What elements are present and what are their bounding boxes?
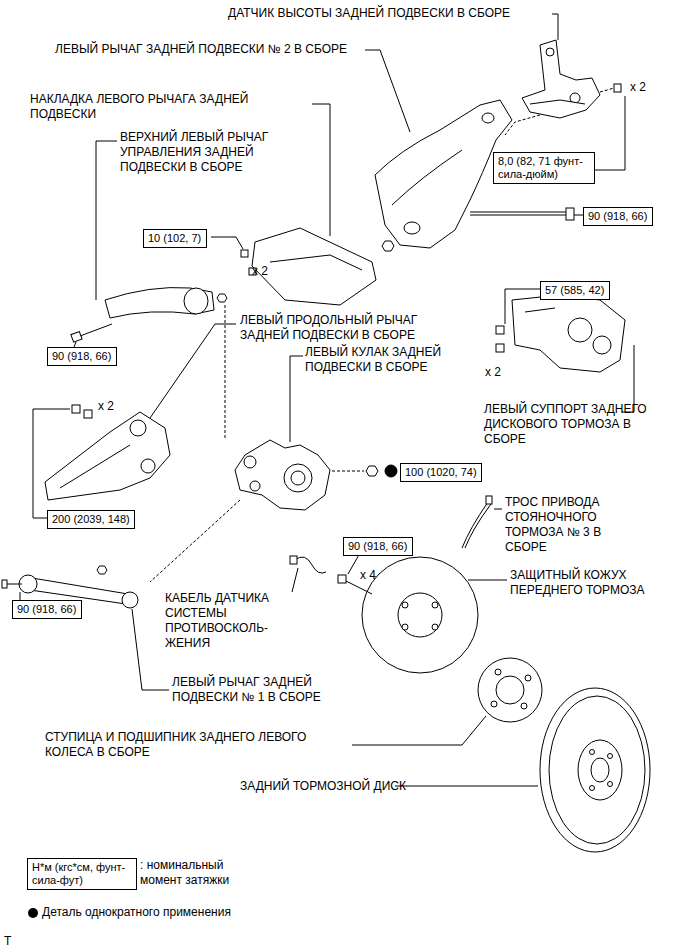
part-name: СТУПИЦА И ПОДШИПНИК ЗАДНЕГО ЛЕВОГО КОЛЕС…: [45, 730, 350, 760]
torque-box: 100 (1020, 74): [400, 463, 482, 482]
leader-line: [96, 141, 117, 300]
torque-box: 10 (102, 7): [143, 229, 207, 248]
leader-line: [365, 50, 410, 132]
part-name: ЛЕВЫЙ СУППОРТ ЗАДНЕГО ДИСКОВОГО ТОРМОЗА …: [484, 402, 649, 447]
quantity-mark: x 4: [360, 568, 376, 583]
leader-line: [211, 237, 243, 249]
torque-value: 200 (2039, 148): [52, 513, 130, 526]
part-name: ТРОС ПРИВОДА СТОЯНОЧНОГО ТОРМОЗА № 3 В С…: [505, 495, 635, 555]
torque-value: 90 (918, 66): [588, 210, 648, 223]
torque-value: 10 (102, 7): [148, 232, 202, 245]
leader-line: [290, 356, 303, 442]
abs-cable: [290, 556, 326, 592]
torque-value: 90 (918, 66): [348, 540, 408, 553]
assembly-line: [225, 305, 226, 440]
torque-box: 8,0 (82, 71 фунт-сила-дюйм): [493, 152, 595, 184]
quantity-mark: x 2: [630, 80, 646, 95]
legend-text: Деталь однократного применения: [42, 905, 231, 920]
torque-value: 90 (918, 66): [52, 350, 112, 363]
quantity-mark: x 2: [252, 264, 268, 279]
part-name: ЛЕВЫЙ КУЛАК ЗАДНЕЙ ПОДВЕСКИ В СБОРЕ: [305, 345, 480, 375]
part-name: НАКЛАДКА ЛЕВОГО РЫЧАГА ЗАДНЕЙ ПОДВЕСКИ: [30, 92, 310, 122]
torque-value: Н*м (кгс*см, фунт-сила-фут): [32, 861, 132, 887]
leader-line: [352, 716, 486, 745]
legend-box: Н*м (кгс*см, фунт-сила-фут): [27, 858, 137, 890]
legend-text: : номинальный момент затяжки: [140, 858, 250, 888]
quantity-mark: x 2: [485, 365, 501, 380]
part-name: ЗАДНИЙ ТОРМОЗНОЙ ДИСК: [240, 779, 406, 794]
cover-plate: [241, 228, 376, 305]
arm-bolt: [382, 208, 583, 251]
part-name: ДАТЧИК ВЫСОТЫ ЗАДНЕЙ ПОДВЕСКИ В СБОРЕ: [228, 6, 510, 21]
leader-line: [622, 345, 634, 412]
torque-value: 100 (1020, 74): [405, 466, 477, 479]
leader-line: [552, 14, 558, 40]
leader-line: [505, 289, 540, 324]
leader-line: [150, 324, 236, 418]
leader-line: [395, 786, 538, 787]
torque-box: 90 (918, 66): [12, 600, 82, 619]
leader-line: [132, 609, 169, 690]
hub-bearing: [478, 658, 542, 722]
torque-box: 90 (918, 66): [47, 347, 117, 366]
part-name: ЗАЩИТНЫЙ КОЖУХ ПЕРЕДНЕГО ТОРМОЗА: [510, 568, 660, 598]
one-time-use-dot: [28, 908, 38, 918]
parking-cable: [462, 496, 502, 548]
dust-shield: [338, 553, 478, 673]
leader-line: [312, 104, 330, 236]
torque-box: 200 (2039, 148): [47, 510, 135, 529]
bracket: [33, 409, 70, 518]
torque-value: 8,0 (82, 71 фунт-сила-дюйм): [498, 155, 590, 181]
brake-disc: [540, 688, 650, 852]
assembly-line: [150, 500, 240, 582]
torque-box: 90 (918, 66): [343, 537, 413, 556]
part-name: ВЕРХНИЙ ЛЕВЫЙ РЫЧАГ УПРАВЛЕНИЯ ЗАДНЕЙ ПО…: [120, 130, 290, 175]
part-name: КАБЕЛЬ ДАТЧИКА СИСТЕМЫ ПРОТИВОСКОЛЬ- ЖЕН…: [165, 591, 290, 651]
knuckle: [235, 440, 397, 510]
part-name: ЛЕВЫЙ РЫЧАГ ЗАДНЕЙ ПОДВЕСКИ № 2 В СБОРЕ: [55, 42, 360, 57]
torque-value: 57 (585, 42): [545, 284, 605, 297]
leader-line: [468, 580, 507, 581]
caliper: [496, 295, 625, 372]
torque-box: 90 (918, 66): [583, 207, 653, 226]
part-name: ЛЕВЫЙ РЫЧАГ ЗАДНЕЙ ПОДВЕСКИ № 1 В СБОРЕ: [172, 675, 357, 705]
quantity-mark: x 2: [98, 399, 114, 414]
trailing-arm: [45, 405, 170, 500]
torque-value: 90 (918, 66): [17, 603, 77, 616]
torque-box: 57 (585, 42): [540, 281, 610, 300]
sensor-bolts: [593, 84, 625, 170]
part-name: T: [4, 934, 11, 949]
height-sensor: [522, 40, 600, 118]
part-name: ЛЕВЫЙ ПРОДОЛЬНЫЙ РЫЧАГ ЗАДНЕЙ ПОДВЕСКИ В…: [240, 313, 450, 343]
upper-arm: [71, 288, 227, 348]
